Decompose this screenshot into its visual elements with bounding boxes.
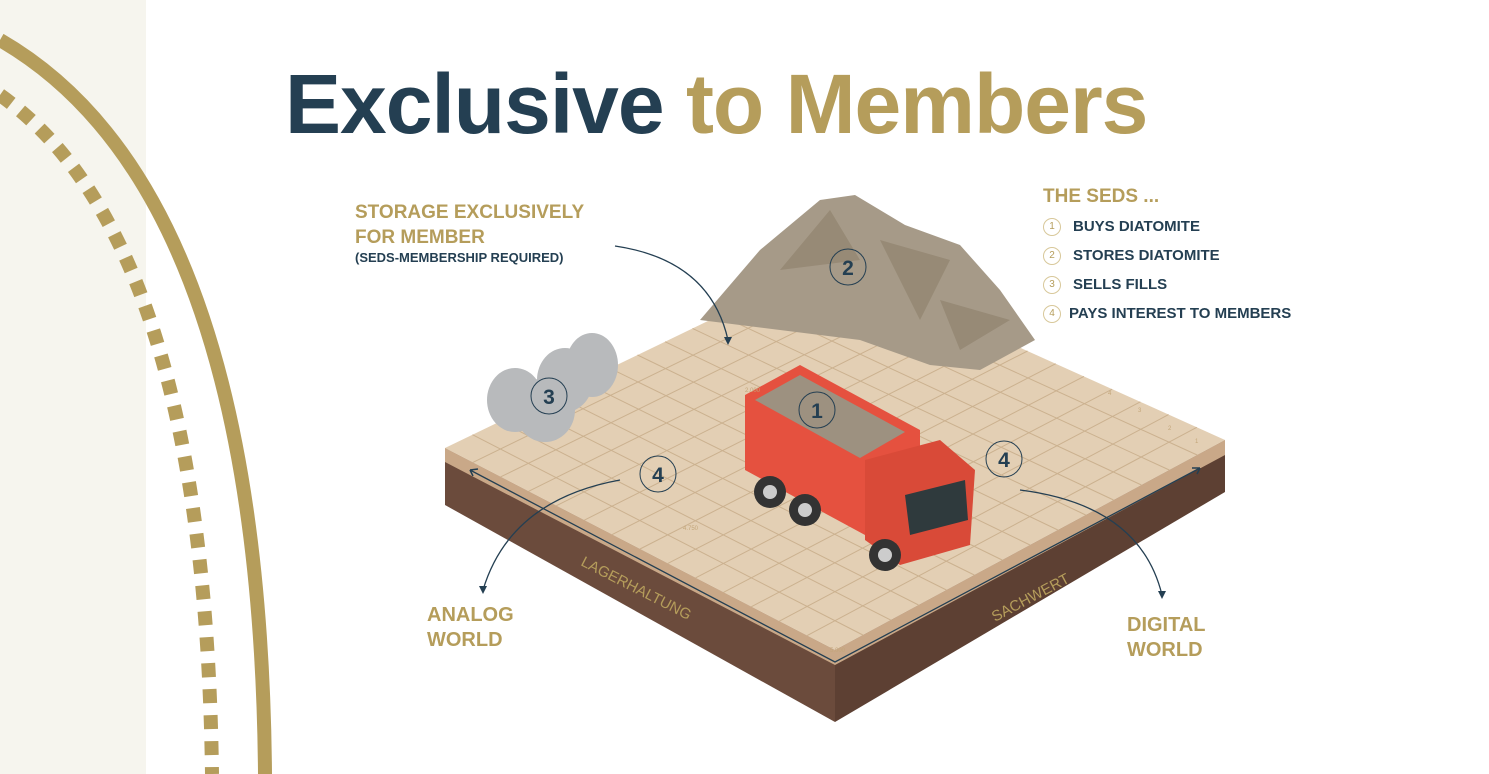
gold-arc xyxy=(0,33,272,774)
legend-item: 2 STORES DIATOMITE xyxy=(1043,241,1291,270)
grid-line xyxy=(779,414,1169,622)
map-value: 3 xyxy=(1138,408,1142,414)
marker-3-label: 3 xyxy=(543,386,555,409)
marker-4b-label: 4 xyxy=(998,449,1010,472)
title-part2: to Members xyxy=(685,57,1148,151)
map-value: 2 xyxy=(1168,426,1172,432)
platform-side-left xyxy=(445,448,835,722)
marker-3: 3 xyxy=(530,377,568,415)
storage-callout: STORAGE EXCLUSIVELY FOR MEMBER (SEDS-MEM… xyxy=(355,200,584,266)
marker-4b: 4 xyxy=(985,440,1023,478)
analog-line1: ANALOG xyxy=(427,604,514,626)
analog-line2: WORLD xyxy=(427,629,503,651)
legend-heading: THE SEDS ... xyxy=(1043,186,1160,207)
digital-line1: DIGITAL xyxy=(1127,614,1206,636)
grid-line xyxy=(719,314,1114,501)
legend-label: STORES DIATOMITE xyxy=(1073,247,1220,264)
title-part1: Exclusive xyxy=(285,57,665,151)
digital-line2: WORLD xyxy=(1127,639,1203,661)
legend-label: PAYS INTEREST TO MEMBERS xyxy=(1069,305,1292,322)
legend-item: 4 PAYS INTEREST TO MEMBERS xyxy=(1043,299,1291,328)
dump-truck xyxy=(745,365,975,571)
legend-number: 2 xyxy=(1043,246,1061,265)
legend-label: SELLS FILLS xyxy=(1073,276,1168,293)
legend-item: 3 SELLS FILLS xyxy=(1043,270,1291,299)
legend-number: 3 xyxy=(1043,275,1061,294)
legend-number: 4 xyxy=(1043,304,1061,323)
legend-label: BUYS DIATOMITE xyxy=(1073,218,1200,235)
legend-number: 1 xyxy=(1043,217,1061,236)
platform-side-right xyxy=(835,440,1225,722)
map-value: 2.000 xyxy=(745,388,761,394)
map-value: 1 xyxy=(1195,439,1199,445)
map-value: 4 xyxy=(1108,391,1112,397)
marker-2: 2 xyxy=(829,248,867,286)
marker-1-label: 1 xyxy=(811,400,823,423)
storage-line2: FOR MEMBER xyxy=(355,227,485,248)
left-decor-strip xyxy=(0,0,146,774)
map-value: 4.750 xyxy=(683,526,699,532)
seds-legend: THE SEDS ... 1 BUYS DIATOMITE 2 STORES DIA… xyxy=(1043,186,1291,328)
marker-1: 1 xyxy=(798,391,836,429)
storage-note: (SEDS-MEMBERSHIP REQUIRED) xyxy=(355,250,564,265)
analog-world-label: ANALOG WORLD xyxy=(427,603,514,653)
grid-line xyxy=(806,426,1198,637)
legend-item: 1 BUYS DIATOMITE xyxy=(1043,212,1291,241)
marker-4a-label: 4 xyxy=(652,464,664,487)
marker-4a: 4 xyxy=(639,455,677,493)
marker-2-label: 2 xyxy=(842,257,854,280)
bags xyxy=(487,333,618,442)
dotted-arc xyxy=(0,89,219,774)
digital-world-label: DIGITAL WORLD xyxy=(1127,613,1206,663)
map-value: 5.000 xyxy=(830,648,846,654)
storage-line1: STORAGE EXCLUSIVELY xyxy=(355,202,585,223)
page-title: Exclusive to Members xyxy=(285,56,1148,153)
